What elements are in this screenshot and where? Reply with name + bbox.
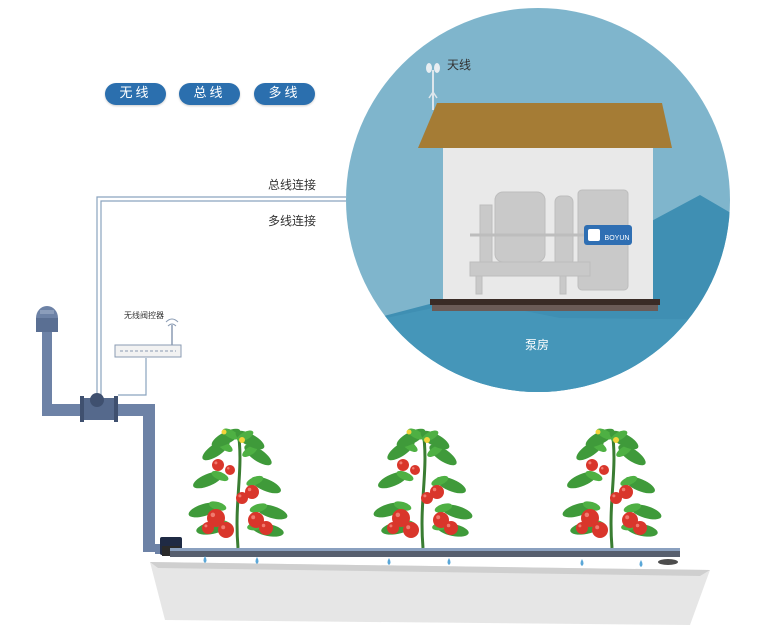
pump-house-scene: BOYUN xyxy=(346,8,730,392)
connection-lines xyxy=(96,196,346,396)
tag-bus: 总线 xyxy=(179,83,240,105)
tomato-plant xyxy=(373,428,473,549)
wireless-controller-device xyxy=(114,318,182,358)
bus-connection-label: 总线连接 xyxy=(268,178,317,192)
drip-emitters xyxy=(203,556,643,567)
wireless-controller-label: 无线阀控器 xyxy=(124,311,164,320)
tomato-plants xyxy=(188,428,662,549)
tomato-plant xyxy=(188,428,288,549)
multiline-connection-label: 多线连接 xyxy=(268,214,317,228)
planting-trough xyxy=(150,548,710,625)
antenna-label: 天线 xyxy=(447,58,472,72)
supply-pipe xyxy=(36,306,182,556)
pump-machinery xyxy=(469,189,629,295)
tag-multiline: 多线 xyxy=(254,83,315,105)
tomato-plant xyxy=(562,428,662,549)
antenna-icon xyxy=(426,63,440,110)
tag-wireless: 无线 xyxy=(105,83,166,105)
pump-house-label: 泵房 xyxy=(525,338,550,352)
boyun-logo: BOYUN xyxy=(584,225,632,245)
svg-text:BOYUN: BOYUN xyxy=(605,235,630,242)
